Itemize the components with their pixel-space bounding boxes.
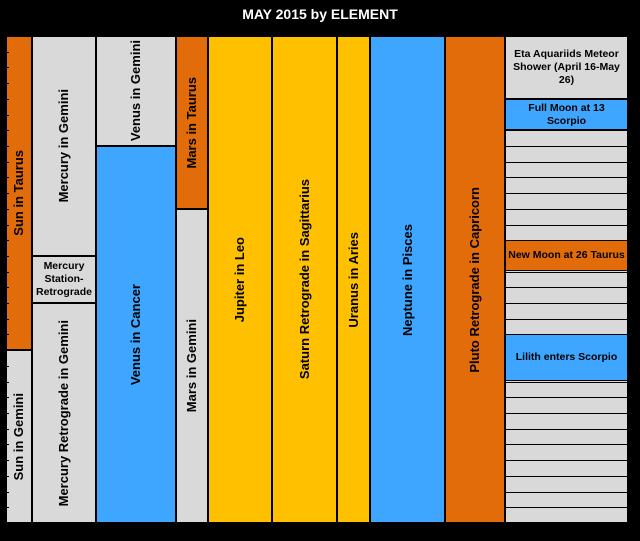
- segment-label: Sun in Taurus: [11, 150, 26, 236]
- day-tick: [6, 225, 9, 226]
- segment-label: Pluto Retrograde in Capricorn: [467, 186, 482, 373]
- segment-pluto-retrograde-in-capricorn: Pluto Retrograde in Capricorn: [445, 36, 505, 523]
- day-line: [505, 492, 628, 493]
- chart-title: MAY 2015 by ELEMENT: [242, 6, 398, 22]
- day-line: [505, 303, 628, 304]
- day-line: [505, 177, 628, 178]
- segment-label: Sun in Gemini: [11, 392, 26, 481]
- segment-mercury-station-retrograde: Mercury Station-Retrograde: [32, 255, 96, 304]
- segment-label: Saturn Retrograde in Sagittarius: [296, 179, 312, 380]
- segment-label: Mercury Station-Retrograde: [35, 259, 92, 298]
- day-tick: [6, 287, 9, 288]
- segment-label: Mars in Gemini: [184, 319, 199, 413]
- event-label: New Moon at 26 Taurus: [508, 249, 625, 261]
- day-tick: [6, 272, 9, 273]
- day-line: [505, 146, 628, 147]
- day-tick: [6, 507, 9, 508]
- day-line: [505, 429, 628, 430]
- day-line: [505, 319, 628, 320]
- day-tick: [6, 303, 9, 304]
- segment-label: Venus in Cancer: [128, 283, 143, 386]
- day-tick: [6, 115, 9, 116]
- day-tick: [6, 334, 9, 335]
- segment-mercury-in-gemini: Mercury in Gemini: [32, 36, 96, 256]
- day-tick: [6, 177, 9, 178]
- day-line: [505, 130, 628, 131]
- day-line: [505, 272, 628, 273]
- event-lilith-enters-scorpio: Lilith enters Scorpio: [505, 334, 628, 381]
- day-line: [505, 287, 628, 288]
- day-tick: [6, 319, 9, 320]
- day-tick: [6, 209, 9, 210]
- day-tick: [6, 83, 9, 84]
- segment-mars-in-gemini: Mars in Gemini: [176, 208, 208, 523]
- day-tick: [6, 444, 9, 445]
- segment-label: Venus in Gemini: [128, 40, 143, 142]
- segment-sun-in-taurus: Sun in Taurus: [6, 36, 32, 351]
- segment-venus-in-cancer: Venus in Cancer: [96, 145, 176, 523]
- day-line: [505, 444, 628, 445]
- segment-mercury-retrograde-in-gemini: Mercury Retrograde in Gemini: [32, 303, 96, 523]
- day-tick: [6, 256, 9, 257]
- day-line: [505, 507, 628, 508]
- day-line: [505, 162, 628, 163]
- day-tick: [6, 492, 9, 493]
- day-tick: [6, 366, 9, 367]
- day-tick: [6, 350, 9, 351]
- day-tick: [6, 397, 9, 398]
- day-tick: [6, 382, 9, 383]
- day-tick: [6, 146, 9, 147]
- event-label: Lilith enters Scorpio: [515, 351, 618, 363]
- day-tick: [6, 193, 9, 194]
- day-tick: [6, 240, 9, 241]
- day-tick: [6, 52, 9, 53]
- segment-neptune-in-pisces: Neptune in Pisces: [370, 36, 445, 523]
- segment-uranus-in-aries: Uranus in Aries: [337, 36, 370, 523]
- event-label: Full Moon at 13 Scorpio: [528, 101, 605, 127]
- day-line: [505, 225, 628, 226]
- segment-label: Mercury in Gemini: [56, 89, 71, 203]
- segment-label: Mars in Taurus: [184, 76, 199, 169]
- day-tick: [6, 130, 9, 131]
- segment-label: Neptune in Pisces: [399, 223, 415, 336]
- day-tick: [6, 99, 9, 100]
- segment-label: Jupiter in Leo: [232, 236, 247, 323]
- day-tick: [6, 413, 9, 414]
- day-line: [505, 413, 628, 414]
- segment-label: Mercury Retrograde in Gemini: [56, 319, 71, 507]
- day-line: [505, 397, 628, 398]
- day-line: [505, 460, 628, 461]
- event-eta-aquariids-meteor-shower-april-16-may-26: Eta Aquariids Meteor Shower (April 16-Ma…: [505, 36, 628, 99]
- event-full-moon-at-13-scorpio: Full Moon at 13 Scorpio: [505, 99, 628, 130]
- day-line: [505, 382, 628, 383]
- segment-label: Uranus in Aries: [345, 231, 361, 328]
- day-tick: [6, 162, 9, 163]
- segment-sun-in-gemini: Sun in Gemini: [6, 350, 32, 523]
- day-tick: [6, 67, 9, 68]
- day-line: [505, 476, 628, 477]
- day-tick: [6, 476, 9, 477]
- segment-venus-in-gemini: Venus in Gemini: [96, 36, 176, 146]
- segment-jupiter-in-leo: Jupiter in Leo: [208, 36, 272, 523]
- segment-saturn-retrograde-in-sagittarius: Saturn Retrograde in Sagittarius: [272, 36, 337, 523]
- segment-mars-in-taurus: Mars in Taurus: [176, 36, 208, 209]
- day-tick: [6, 460, 9, 461]
- day-tick: [6, 429, 9, 430]
- event-new-moon-at-26-taurus: New Moon at 26 Taurus: [505, 240, 628, 271]
- event-label: Eta Aquariids Meteor Shower (April 16-Ma…: [513, 48, 620, 86]
- day-line: [505, 209, 628, 210]
- day-line: [505, 193, 628, 194]
